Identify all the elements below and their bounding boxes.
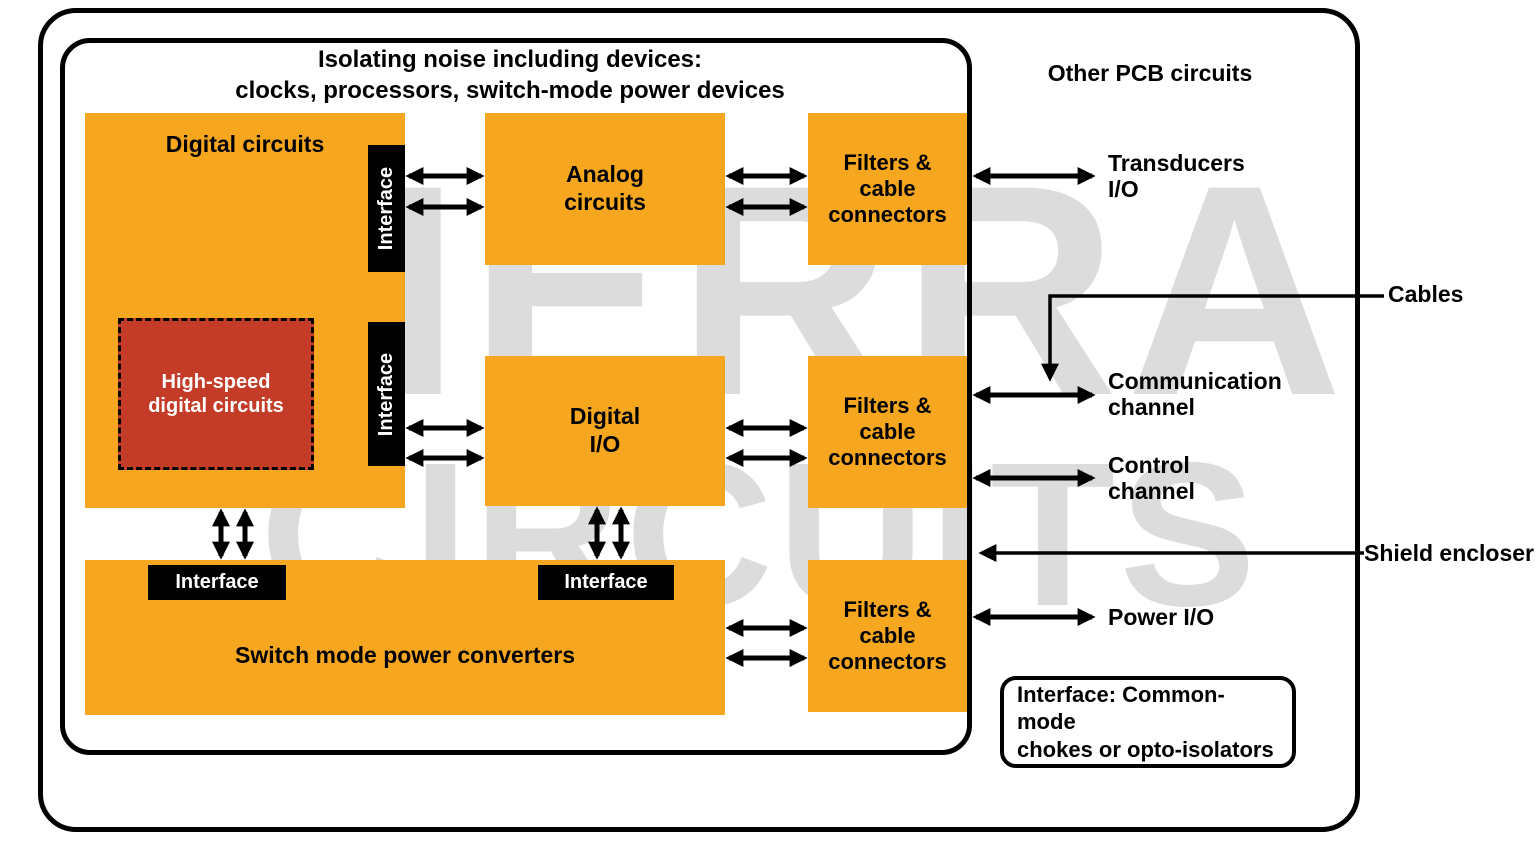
- interface-bar-center: Interface: [538, 565, 674, 600]
- shield-encloser-label: Shield encloser: [1364, 540, 1535, 566]
- outer-pcb-boundary: [38, 8, 1360, 832]
- digital-io-block: Digital I/O: [485, 356, 725, 506]
- control-channel-label: Control channel: [1108, 452, 1195, 505]
- interface-note-box: Interface: Common-mode chokes or opto-is…: [1000, 676, 1296, 768]
- isolating-region-title: Isolating noise including devices: clock…: [235, 46, 785, 105]
- transducers-io-label: Transducers I/O: [1108, 150, 1245, 203]
- interface-bar-top: Interface: [368, 145, 405, 272]
- high-speed-digital-block: High-speed digital circuits: [118, 318, 314, 470]
- isolating-region-box: [60, 38, 972, 755]
- filters-cable-connectors-bottom-block: Filters & cable connectors: [808, 560, 967, 712]
- interface-bar-bottom: Interface: [368, 322, 405, 466]
- communication-channel-label: Communication channel: [1108, 368, 1282, 421]
- interface-bar-bottom-label: Interface: [375, 352, 397, 436]
- filters-cable-connectors-top-block: Filters & cable connectors: [808, 113, 967, 265]
- digital-circuits-block: Digital circuits High-speed digital circ…: [85, 113, 405, 508]
- power-io-label: Power I/O: [1108, 604, 1215, 630]
- interface-bar-top-label: Interface: [375, 166, 397, 251]
- cables-label: Cables: [1388, 281, 1464, 307]
- digital-circuits-label: Digital circuits: [165, 131, 325, 157]
- interface-note-text: Interface: Common-mode chokes or opto-is…: [1017, 681, 1274, 762]
- other-pcb-circuits-label: Other PCB circuits: [1047, 60, 1253, 86]
- analog-circuits-block: Analog circuits: [485, 113, 725, 265]
- interface-bar-left: Interface: [148, 565, 286, 600]
- switch-mode-label: Switch mode power converters: [235, 642, 575, 668]
- filters-cable-connectors-middle-block: Filters & cable connectors: [808, 356, 967, 508]
